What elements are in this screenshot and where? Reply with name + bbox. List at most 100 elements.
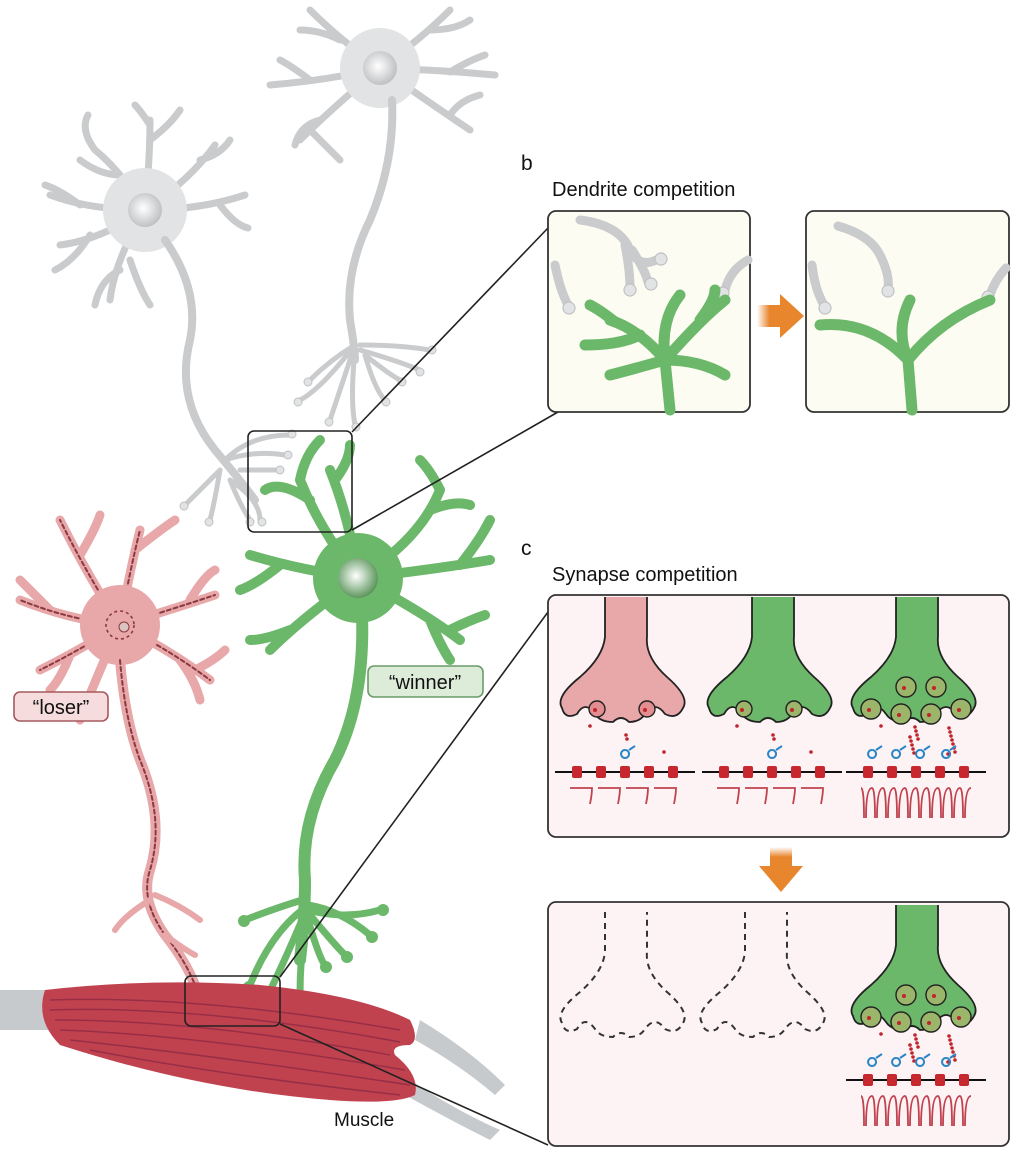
synapse-eliminated (559, 912, 686, 1039)
gray-neuron-right-dendrites (266, 6, 499, 164)
winner-terminal (706, 597, 833, 723)
receptor (668, 766, 678, 778)
released-transmitter (588, 724, 592, 728)
receptor (719, 766, 729, 778)
released-transmitter (911, 1055, 915, 1059)
panel-b-after (805, 210, 1011, 416)
synaptic-vesicle (920, 1011, 942, 1033)
receptor (911, 1074, 921, 1086)
synaptic-vesicle (735, 700, 753, 718)
potential-trace (570, 787, 677, 805)
released-transmitter (735, 724, 739, 728)
receptor (767, 766, 777, 778)
neurotransmitter-dot (867, 1016, 871, 1020)
neurotransmitter-dot (932, 994, 936, 998)
muscle (0, 982, 505, 1140)
arrow-right-icon (780, 294, 804, 338)
bound-ligand-icon (941, 1053, 957, 1067)
receptor (911, 766, 921, 778)
synapse-zoom-box (184, 975, 281, 1027)
synaptic-vesicle (860, 698, 882, 720)
panel-c-title: Synapse competition (552, 564, 738, 586)
loser-neuron (15, 510, 230, 990)
neurotransmitter-dot (902, 994, 906, 998)
released-transmitter (948, 1038, 952, 1042)
panel-c-before-synapses (555, 597, 986, 819)
receptor (887, 1074, 897, 1086)
panel-b-letter: b (521, 152, 533, 175)
winner-tag: “winner” (367, 665, 484, 698)
loser-neuron-nucleus-dashed (105, 610, 135, 640)
neurotransmitter-dot (957, 708, 961, 712)
receptor (644, 766, 654, 778)
neurotransmitter-dot (643, 708, 647, 712)
released-transmitter (771, 733, 775, 737)
released-transmitter (912, 751, 916, 755)
synaptic-vesicle (920, 703, 942, 725)
receptor (620, 766, 630, 778)
released-transmitter (909, 1047, 913, 1051)
tendon-right-upper (415, 1020, 505, 1095)
neurotransmitter-dot (927, 1021, 931, 1025)
receptor (863, 766, 873, 778)
zoom-connector-lines (279, 227, 559, 1146)
synaptic-vesicle (588, 700, 606, 718)
released-transmitter (947, 1034, 951, 1038)
winner-neuron-terminals (241, 896, 384, 999)
released-transmitter (913, 725, 917, 729)
released-transmitter (951, 1050, 955, 1054)
synaptic-vesicle (950, 698, 972, 720)
released-transmitter (949, 734, 953, 738)
winner-label: “winner” (389, 672, 461, 694)
loser-tag: “loser” (13, 691, 109, 722)
loser-label: “loser” (33, 697, 90, 719)
neurotransmitter-dot (957, 1016, 961, 1020)
tendon-right-lower (405, 1080, 500, 1140)
released-transmitter (950, 738, 954, 742)
panel-b-title: Dendrite competition (552, 179, 735, 201)
gray-neuron-right-nucleus (363, 51, 397, 85)
neurotransmitter-dot (902, 686, 906, 690)
released-transmitter (953, 750, 957, 754)
gray-neuron-right (266, 6, 499, 432)
neurotransmitter-dot (932, 686, 936, 690)
released-transmitter (909, 739, 913, 743)
released-transmitter (912, 1059, 916, 1063)
synaptic-vesicle (925, 676, 947, 698)
bound-ligand-icon (915, 745, 931, 759)
panel-b-after-green-dendrite (814, 294, 996, 416)
panel-b-before (547, 210, 753, 416)
released-transmitter (946, 752, 950, 756)
released-transmitter (879, 724, 883, 728)
neurotransmitter-dot (593, 708, 597, 712)
panel-c-arrow (759, 847, 803, 892)
gray-neuron-right-boutons (293, 345, 437, 432)
receptor (596, 766, 606, 778)
loser-neuron-nucleolus (118, 621, 130, 633)
gray-neuron-left-axon (161, 236, 259, 504)
neurotransmitter-dot (740, 708, 744, 712)
released-transmitter (946, 1060, 950, 1064)
arrow-down-icon (759, 866, 803, 892)
synaptic-vesicle (950, 1006, 972, 1028)
receptor (572, 766, 582, 778)
neurotransmitter-dot (927, 713, 931, 717)
synapse-strong (846, 597, 986, 819)
released-transmitter (911, 747, 915, 751)
synaptic-vesicle (890, 703, 912, 725)
synaptic-vesicle (895, 984, 917, 1006)
synaptic-vesicle (890, 1011, 912, 1033)
synaptic-vesicle (895, 676, 917, 698)
released-transmitter (662, 750, 666, 754)
muscle-body (42, 982, 416, 1102)
receptor (959, 766, 969, 778)
released-transmitter (949, 1042, 953, 1046)
synaptic-vesicle (925, 984, 947, 1006)
eliminated-terminal-outline (559, 912, 686, 1039)
receptor (887, 766, 897, 778)
potential-trace (860, 787, 972, 819)
bound-ligand-icon (941, 745, 957, 759)
released-transmitter (910, 743, 914, 747)
receptor (863, 1074, 873, 1086)
